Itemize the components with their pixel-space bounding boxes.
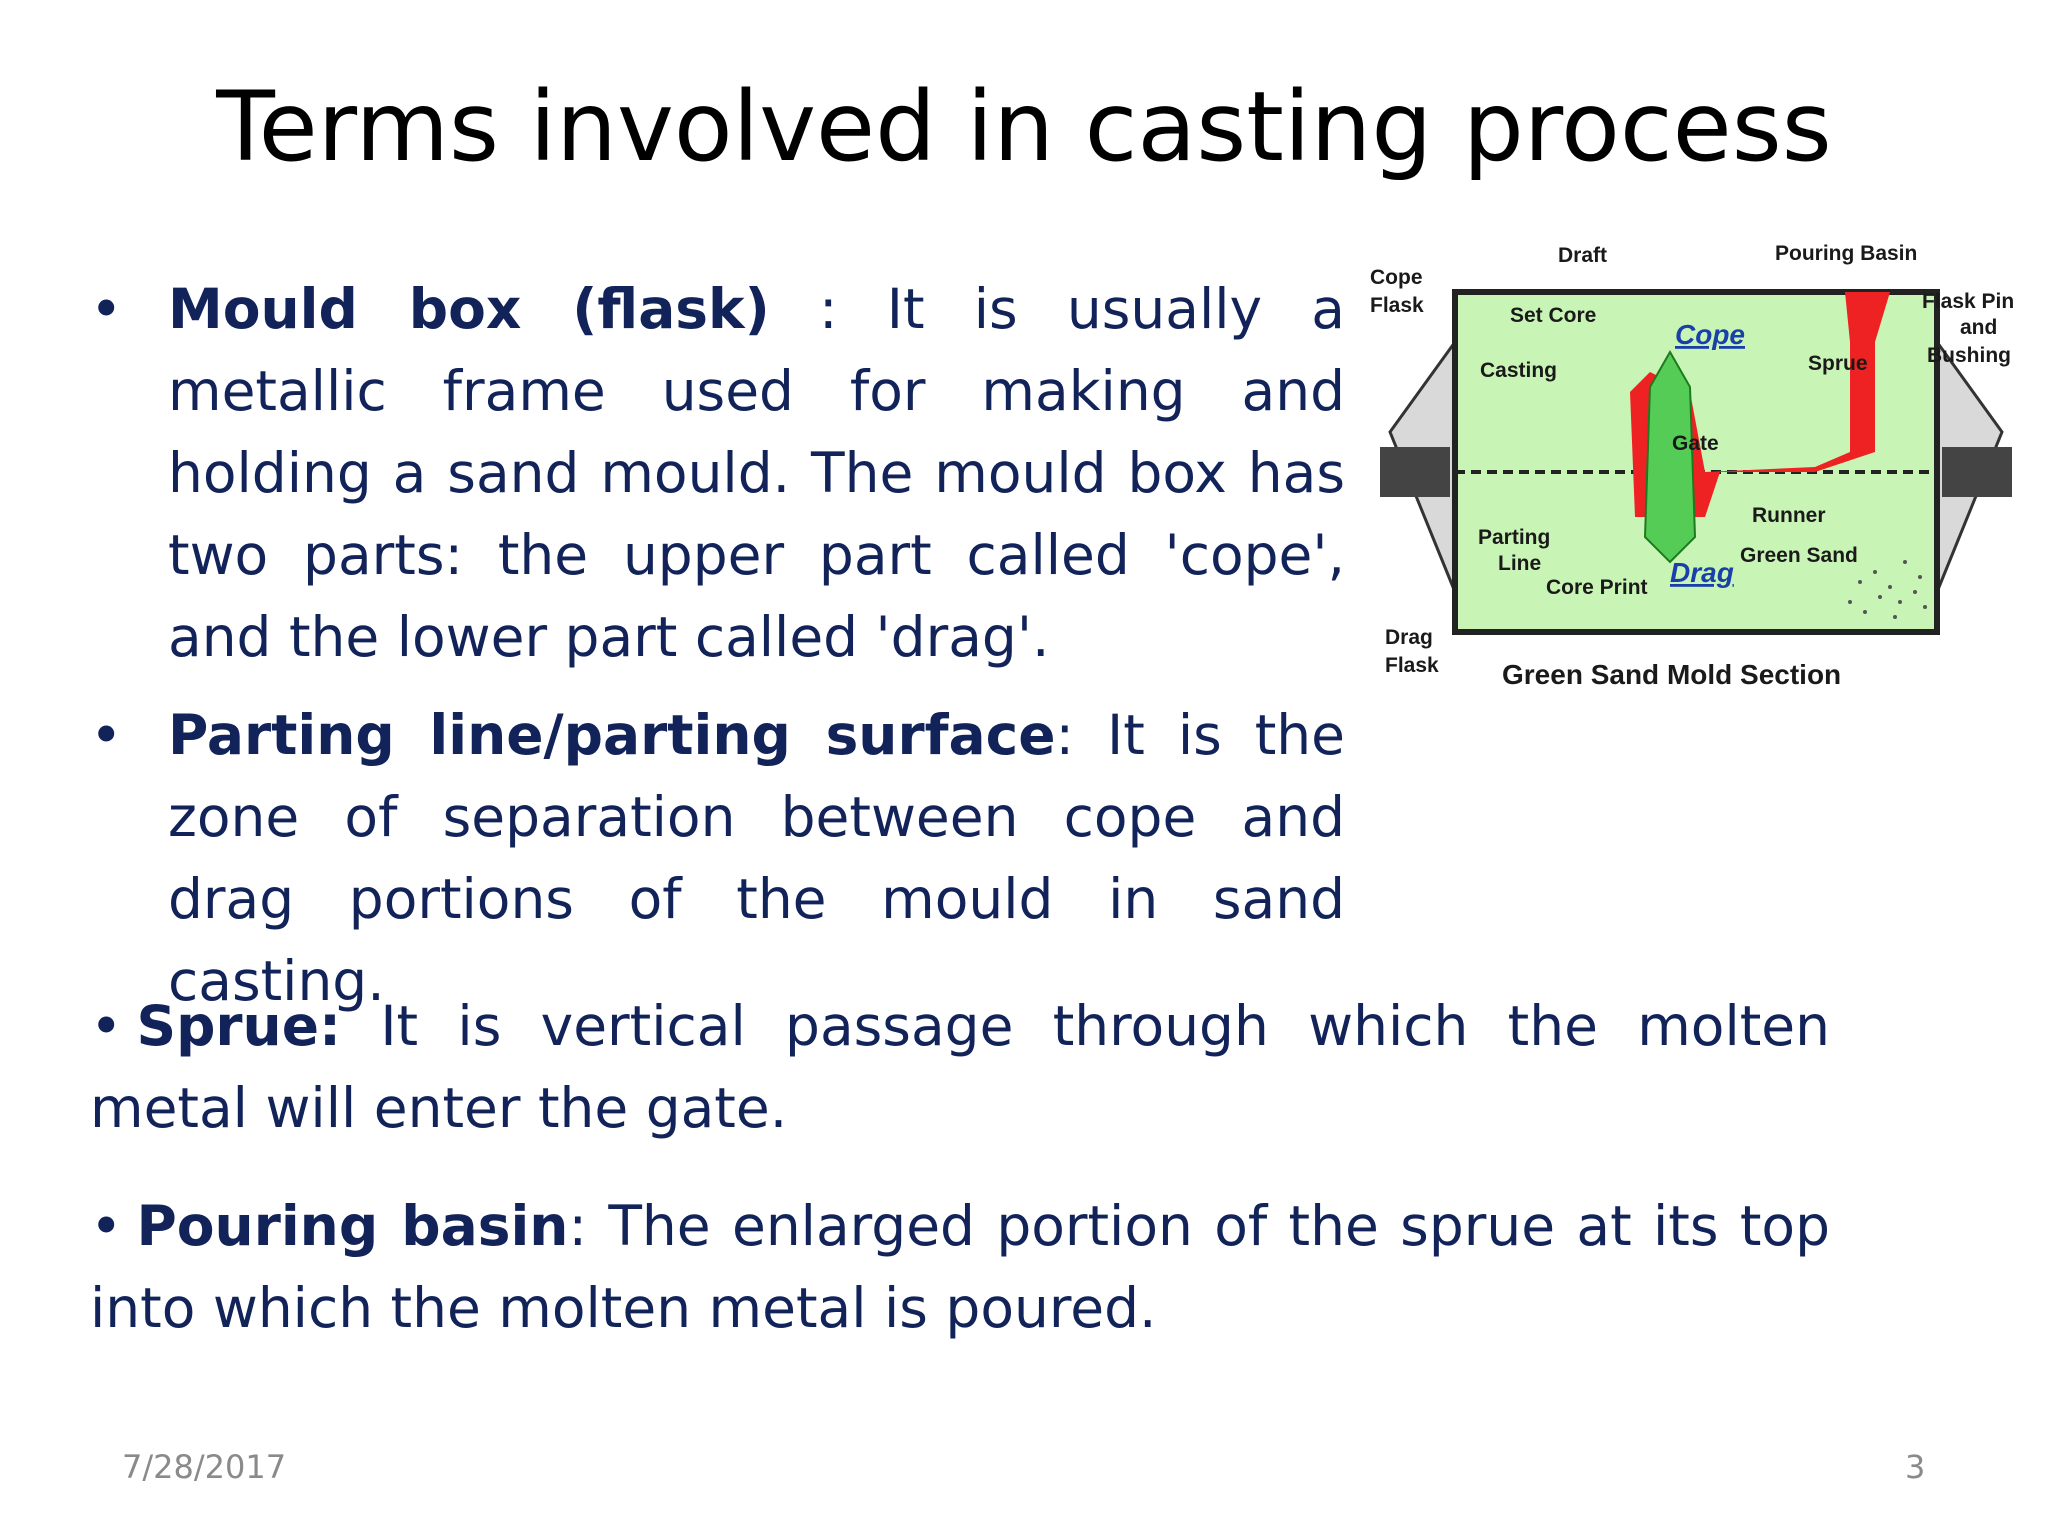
slide-title: Terms involved in casting process xyxy=(216,71,1832,183)
metal-casting xyxy=(1630,292,1890,517)
footer-date: 7/28/2017 xyxy=(122,1448,287,1486)
label-green-sand: Green Sand xyxy=(1740,544,1858,567)
label-cope: Cope xyxy=(1675,319,1745,350)
set-core xyxy=(1643,349,1697,564)
bullet-sprue: •Sprue: It is vertical passage through w… xyxy=(90,985,1830,1149)
label-cope-flask: Cope xyxy=(1370,266,1423,289)
label-drag-flask: Drag xyxy=(1385,626,1433,649)
label-core-print: Core Print xyxy=(1546,576,1648,599)
bullet-term: Parting line/parting surface xyxy=(168,703,1056,767)
green-sand-dots xyxy=(1848,560,1927,619)
label-cope-flask-2: Flask xyxy=(1370,294,1424,317)
left-flask-pin xyxy=(1380,447,1450,497)
diagram-caption: Green Sand Mold Section xyxy=(1502,659,1841,690)
right-flask-pin xyxy=(1942,447,2012,497)
page-number: 3 xyxy=(1905,1448,1926,1486)
label-parting-line-2: Line xyxy=(1498,552,1541,575)
bullet-dot: • xyxy=(90,277,123,341)
label-parting-line: Parting xyxy=(1478,526,1550,549)
bullet-pouring-basin: •Pouring basin: The enlarged portion of … xyxy=(90,1185,1830,1349)
label-drag: Drag xyxy=(1670,557,1734,588)
label-sprue: Sprue xyxy=(1808,352,1868,375)
bullet-term: Mould box (flask) xyxy=(168,277,770,341)
bullet-dot: • xyxy=(90,994,123,1058)
bullet-term: Pouring basin xyxy=(136,1194,569,1258)
label-casting: Casting xyxy=(1480,359,1557,382)
label-flask-pin-2: and xyxy=(1960,316,1997,339)
bullet-parting-line: • Parting line/parting surface: It is th… xyxy=(90,694,1345,1022)
label-flask-pin: Flask Pin xyxy=(1922,290,2014,313)
label-flask-pin-3: Bushing xyxy=(1927,344,2011,367)
label-drag-flask-2: Flask xyxy=(1385,654,1439,677)
bullet-dot: • xyxy=(90,1194,123,1258)
label-draft: Draft xyxy=(1558,244,1607,267)
bullet-text: : The enlarged portion of the sprue at i… xyxy=(90,1194,1830,1340)
label-runner: Runner xyxy=(1752,504,1826,527)
label-pouring-basin: Pouring Basin xyxy=(1775,242,1917,265)
label-set-core: Set Core xyxy=(1510,304,1596,327)
bullet-term: Sprue: xyxy=(136,994,342,1058)
green-sand-mold-diagram: Draft Pouring Basin Cope Flask Flask Pin… xyxy=(1370,242,2014,690)
bullet-dot: • xyxy=(90,703,123,767)
bullet-text: : It is the zone of separation between c… xyxy=(168,703,1345,1013)
label-gate: Gate xyxy=(1672,432,1719,455)
bullet-text: It is vertical passage through which the… xyxy=(90,994,1830,1140)
bullet-mould-box: • Mould box (flask) : It is usually a me… xyxy=(90,268,1345,678)
bullet-text: : It is usually a metallic frame used fo… xyxy=(168,277,1345,669)
